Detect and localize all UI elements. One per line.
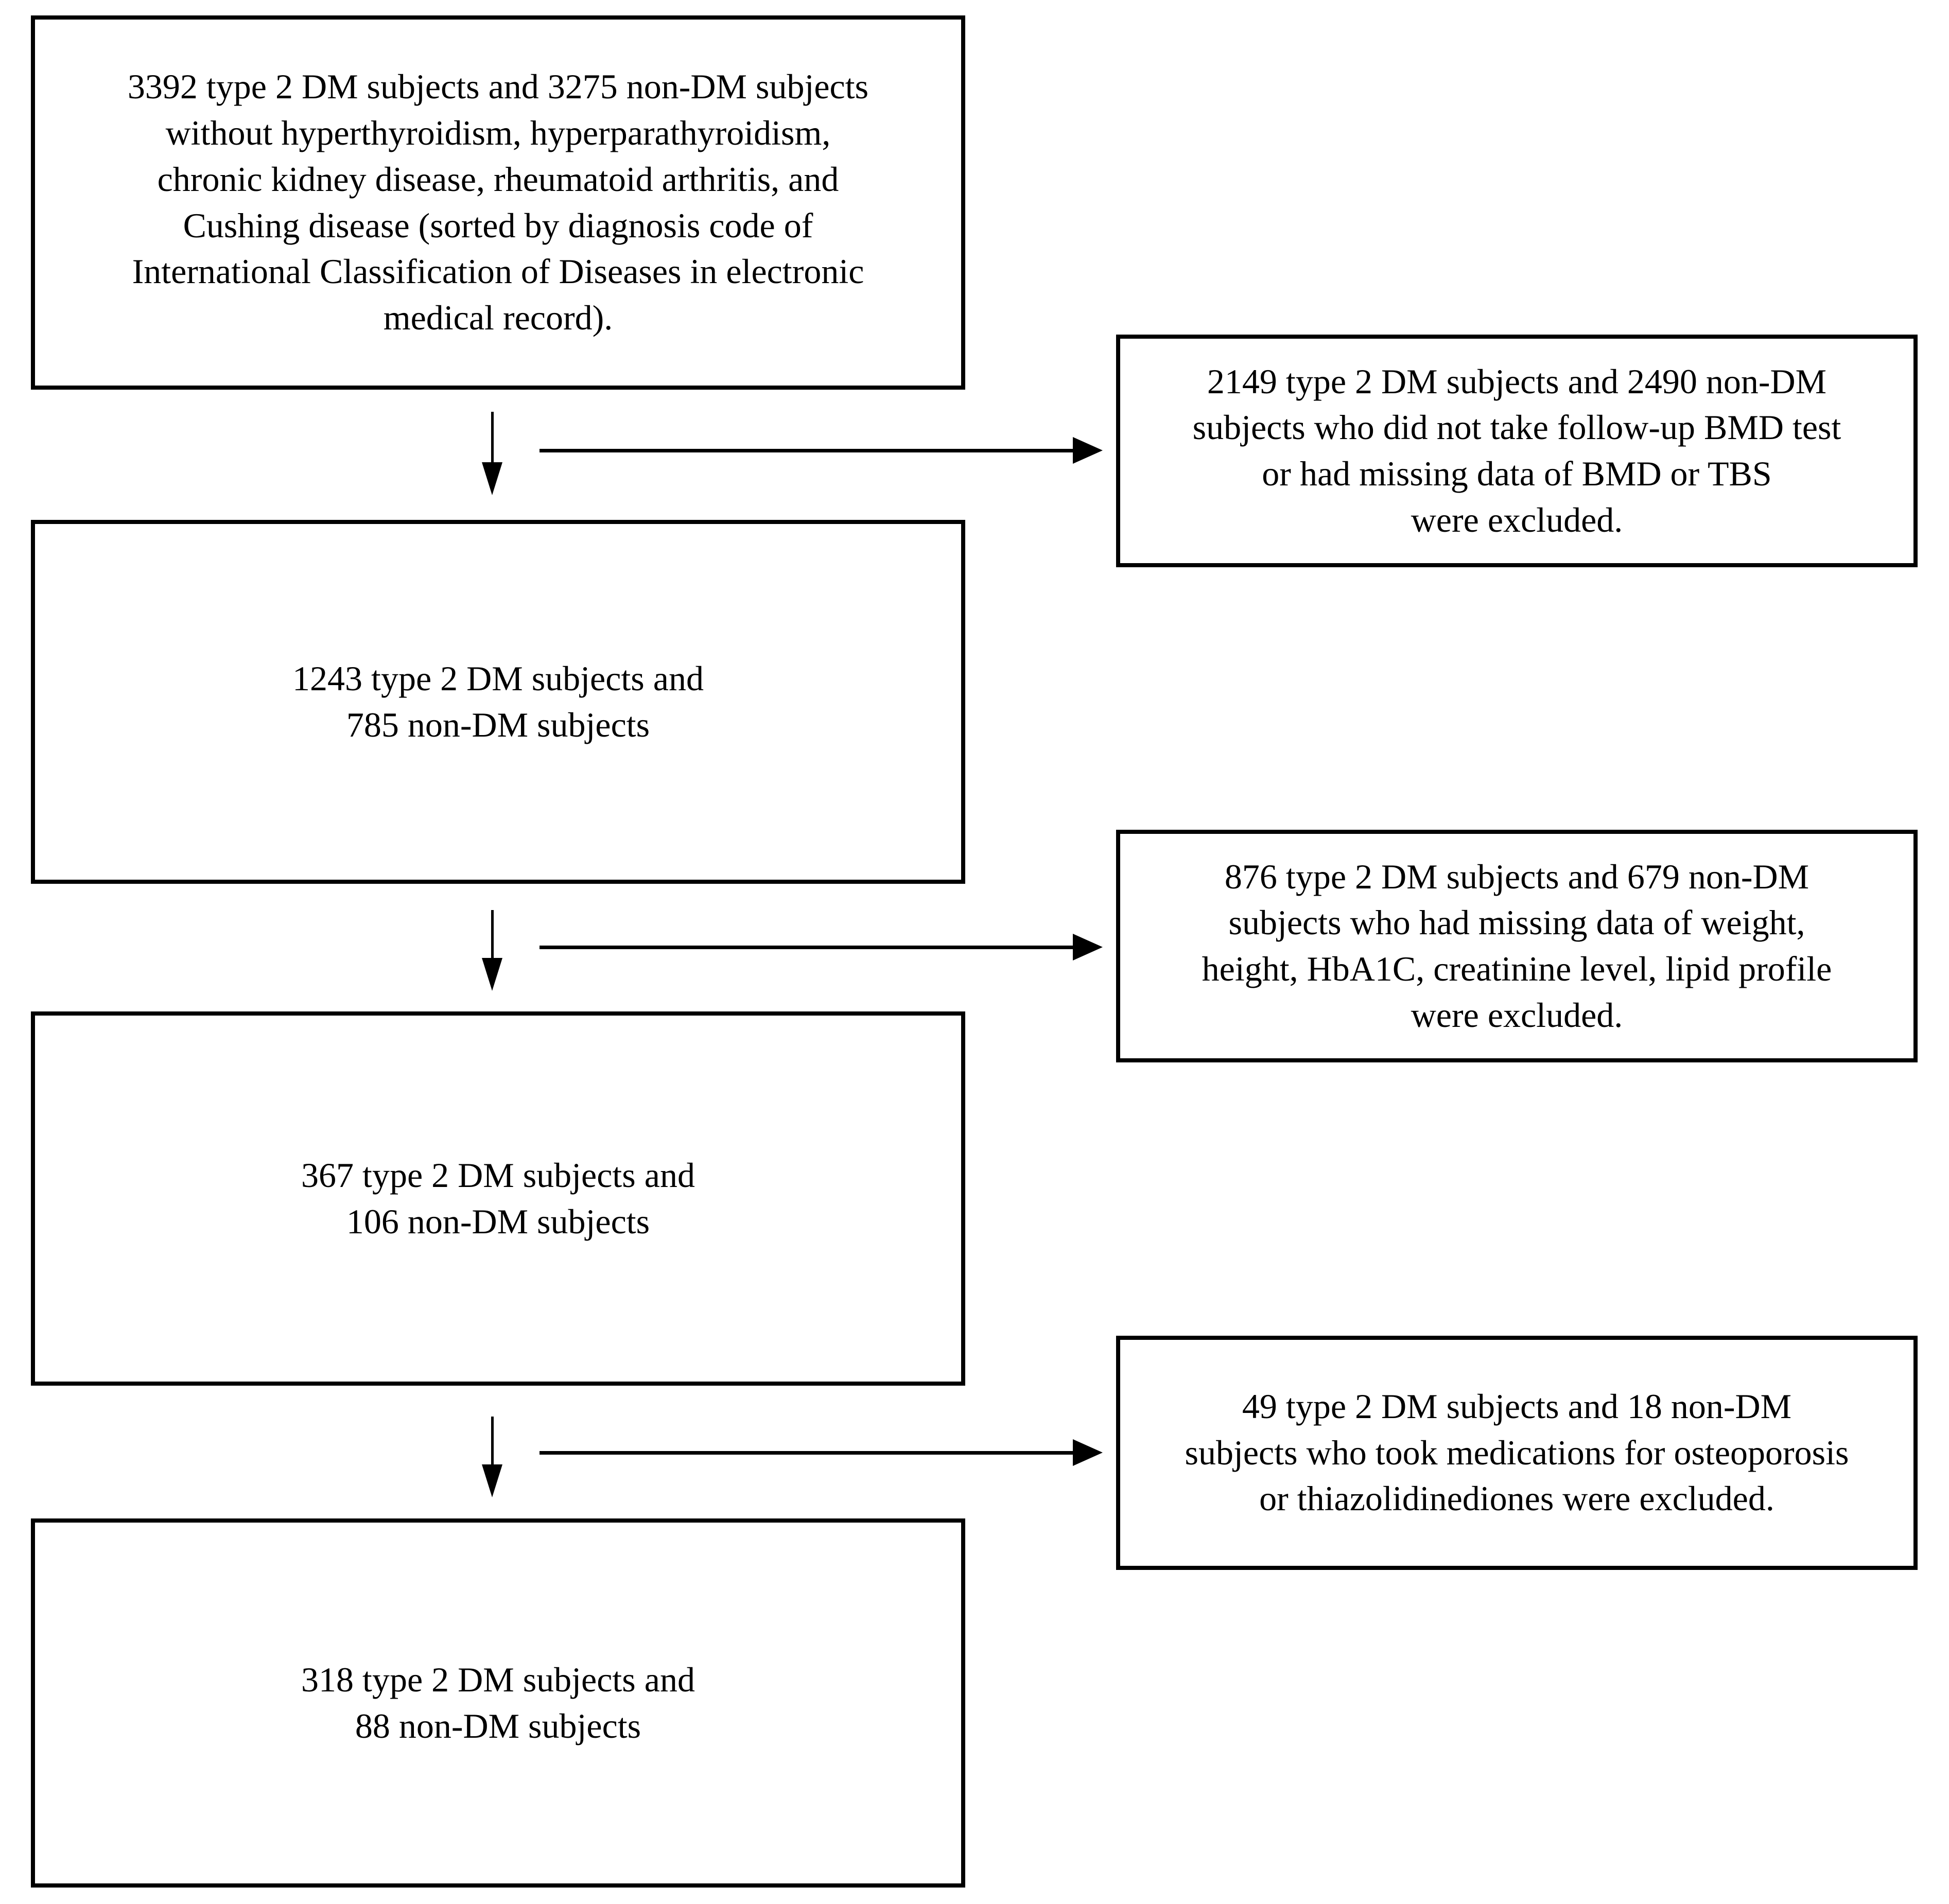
flow-box-after-bmd-exclusion: 1243 type 2 DM subjects and 785 non-DM s…: [31, 520, 965, 884]
flow-box-initial-cohort: 3392 type 2 DM subjects and 3275 non-DM …: [31, 15, 965, 390]
right-arrow-3-head: [1073, 1439, 1103, 1466]
down-arrow-1-line: [491, 412, 494, 463]
flow-box-initial-cohort-text: 3392 type 2 DM subjects and 3275 non-DM …: [127, 67, 869, 337]
exclusion-box-bmd-tbs-text: 2149 type 2 DM subjects and 2490 non-DM …: [1192, 361, 1841, 539]
flow-box-after-missing-data-exclusion: 367 type 2 DM subjects and 106 non-DM su…: [31, 1011, 965, 1386]
right-arrow-1-head: [1073, 437, 1103, 464]
down-arrow-1-head: [482, 462, 502, 495]
right-arrow-2-line: [540, 946, 1074, 949]
flow-box-final-cohort-text: 318 type 2 DM subjects and 88 non-DM sub…: [301, 1660, 695, 1745]
exclusion-box-medications: 49 type 2 DM subjects and 18 non-DM subj…: [1116, 1336, 1918, 1570]
down-arrow-2-line: [491, 910, 494, 959]
down-arrow-3-line: [491, 1417, 494, 1465]
flow-box-after-bmd-exclusion-text: 1243 type 2 DM subjects and 785 non-DM s…: [292, 658, 704, 744]
exclusion-box-bmd-tbs: 2149 type 2 DM subjects and 2490 non-DM …: [1116, 335, 1918, 567]
right-arrow-2-head: [1073, 934, 1103, 960]
down-arrow-3-head: [482, 1464, 502, 1497]
exclusion-box-missing-labs: 876 type 2 DM subjects and 679 non-DM su…: [1116, 830, 1918, 1062]
exclusion-box-missing-labs-text: 876 type 2 DM subjects and 679 non-DM su…: [1202, 857, 1832, 1035]
right-arrow-3-line: [540, 1451, 1074, 1455]
flow-box-after-missing-data-exclusion-text: 367 type 2 DM subjects and 106 non-DM su…: [301, 1155, 695, 1241]
down-arrow-2-head: [482, 958, 502, 991]
right-arrow-1-line: [540, 449, 1074, 452]
exclusion-box-medications-text: 49 type 2 DM subjects and 18 non-DM subj…: [1185, 1386, 1849, 1518]
flow-box-final-cohort: 318 type 2 DM subjects and 88 non-DM sub…: [31, 1518, 965, 1888]
